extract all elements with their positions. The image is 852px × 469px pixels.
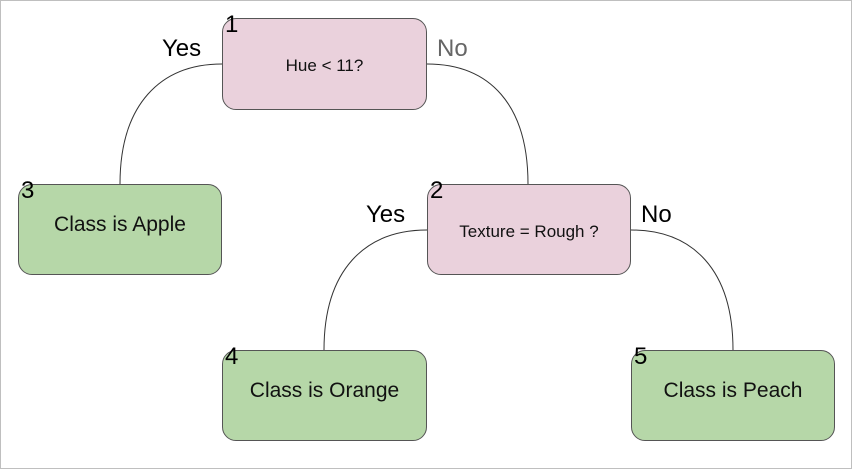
edge-1-to-3 [119,63,223,185]
node-number: 5 [634,343,648,370]
node-text: Class is Apple [54,212,186,236]
edge-label-no-2: No [641,201,672,228]
node-number: 4 [225,343,239,370]
edge-2-to-4 [323,229,428,351]
edge-1-to-2 [426,63,529,185]
node-number: 2 [430,177,444,204]
leaf-node-3: 3 Class is Apple [18,179,222,275]
edge-label-yes-1: Yes [162,35,202,62]
decision-node-1: 1 Hue < 11? [222,13,427,110]
edge-label-no-1: No [437,35,468,62]
node-text: Hue < 11? [285,56,364,75]
node-text: Class is Peach [663,378,803,402]
node-text: Class is Orange [249,378,400,402]
node-text: Texture = Rough ? [459,221,599,241]
edge-label-yes-2: Yes [366,201,406,228]
decision-node-2: 2 Texture = Rough ? [427,179,631,275]
node-number: 3 [21,177,35,204]
node-number: 1 [225,11,239,38]
leaf-node-5: 5 Class is Peach [631,345,835,441]
edge-2-to-5 [630,229,734,351]
leaf-node-4: 4 Class is Orange [222,345,427,441]
